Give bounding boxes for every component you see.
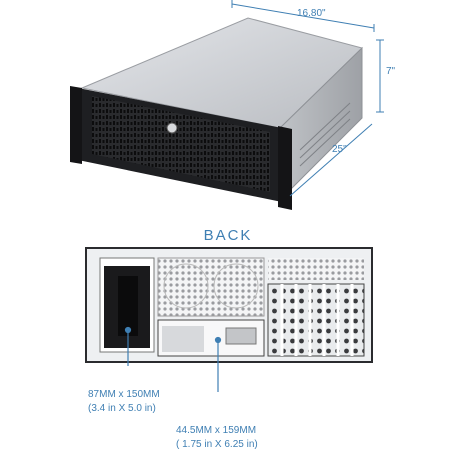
left-rack-ear <box>70 86 82 164</box>
fan-opening-left <box>163 263 209 309</box>
back-panel-illustration <box>85 247 373 392</box>
expansion-slots <box>267 283 365 357</box>
psu-bay-size-in: (3.4 in X 5.0 in) <box>88 403 156 414</box>
depth-dimension-line <box>289 123 373 197</box>
height-dimension-label: 7" <box>386 66 396 77</box>
back-view-label: BACK <box>203 227 253 244</box>
psu-bay-spec: 87MM x 150MM (3.4 in X 5.0 in) <box>88 388 160 416</box>
width-dimension-line <box>231 0 375 32</box>
psu-bay-size-mm: 87MM x 150MM <box>88 389 160 400</box>
height-dimension-line <box>376 39 384 113</box>
fan-opening-right <box>213 263 259 309</box>
vent-mesh-right <box>268 258 364 280</box>
depth-dimension-label: 25" <box>332 144 347 155</box>
lock-icon <box>166 122 178 134</box>
width-dimension-label: 16.80" <box>297 8 326 19</box>
side-vents <box>299 102 351 167</box>
front-mesh <box>92 96 270 192</box>
drive-bay-size-in: ( 1.75 in X 6.25 in) <box>176 439 258 450</box>
vent-mesh <box>157 257 265 317</box>
right-rack-ear <box>278 126 292 210</box>
psu-callout <box>124 326 132 366</box>
drive-bay-spec: 44.5MM x 159MM ( 1.75 in X 6.25 in) <box>176 424 258 452</box>
server-chassis-illustration <box>70 0 384 210</box>
drive-callout <box>214 336 222 392</box>
drive-bay-size-mm: 44.5MM x 159MM <box>176 425 257 436</box>
